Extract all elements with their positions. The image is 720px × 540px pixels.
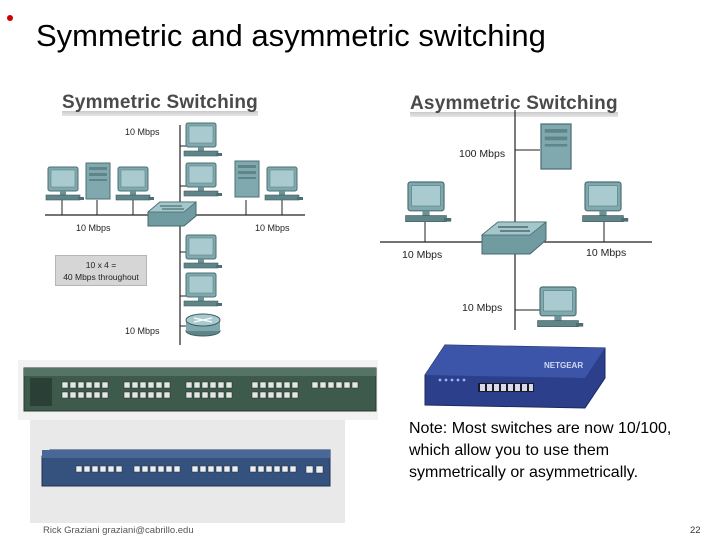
- asym-server: [540, 123, 572, 170]
- symmetric-title-text: Symmetric Switching: [62, 92, 258, 113]
- asym-pc-bottom: [537, 286, 584, 328]
- netgear-switch-photo: NETGEAR: [424, 344, 606, 409]
- footer-author: Rick Graziani graziani@cabrillo.edu: [43, 525, 194, 536]
- symmetric-title: Symmetric Switching: [62, 92, 258, 116]
- asym-switch: [481, 221, 547, 255]
- asym-label-top: 100 Mbps: [459, 148, 506, 160]
- asymmetric-diagram: [380, 110, 652, 330]
- page-number: 22: [690, 525, 701, 536]
- sym-pc-left-1: [45, 166, 85, 201]
- sym-label-top: 10 Mbps: [125, 127, 160, 137]
- netgear-brand-label: NETGEAR: [544, 361, 583, 370]
- sym-label-left: 10 Mbps: [76, 223, 111, 233]
- asym-pc-right: [582, 181, 629, 223]
- title-bullet: [7, 15, 13, 21]
- sym-pc-top-2: [183, 162, 223, 197]
- asymmetric-title-text: Asymmetric Switching: [410, 93, 618, 114]
- asym-pc-left: [405, 181, 452, 223]
- symmetric-diagram: [45, 122, 305, 345]
- throughput-line-1: 10 x 4 =: [85, 260, 117, 270]
- blue-switch-photo: [30, 420, 345, 523]
- sym-switch: [147, 201, 197, 227]
- asym-label-left: 10 Mbps: [402, 249, 443, 261]
- sym-server-right: [234, 160, 260, 198]
- green-switch-photo: [18, 360, 378, 420]
- sym-pc-bottom-2: [183, 272, 223, 307]
- asym-label-right: 10 Mbps: [586, 247, 627, 259]
- switch-note: Note: Most switches are now 10/100, whic…: [409, 420, 672, 481]
- sym-pc-right: [264, 166, 304, 201]
- throughput-box: 10 x 4 = 40 Mbps throughout: [55, 255, 147, 286]
- sym-pc-bottom-1: [183, 234, 223, 269]
- sym-server-left: [85, 162, 111, 200]
- throughput-line-2: 40 Mbps throughout: [63, 272, 139, 282]
- sym-label-bottom: 10 Mbps: [125, 326, 160, 336]
- slide-title: Symmetric and asymmetric switching: [36, 18, 546, 53]
- asym-label-bottom: 10 Mbps: [462, 302, 503, 314]
- sym-pc-left-2: [115, 166, 155, 201]
- asymmetric-title: Asymmetric Switching: [410, 93, 618, 117]
- sym-router: [185, 313, 221, 337]
- sym-pc-top-1: [183, 122, 223, 157]
- sym-label-right: 10 Mbps: [255, 223, 290, 233]
